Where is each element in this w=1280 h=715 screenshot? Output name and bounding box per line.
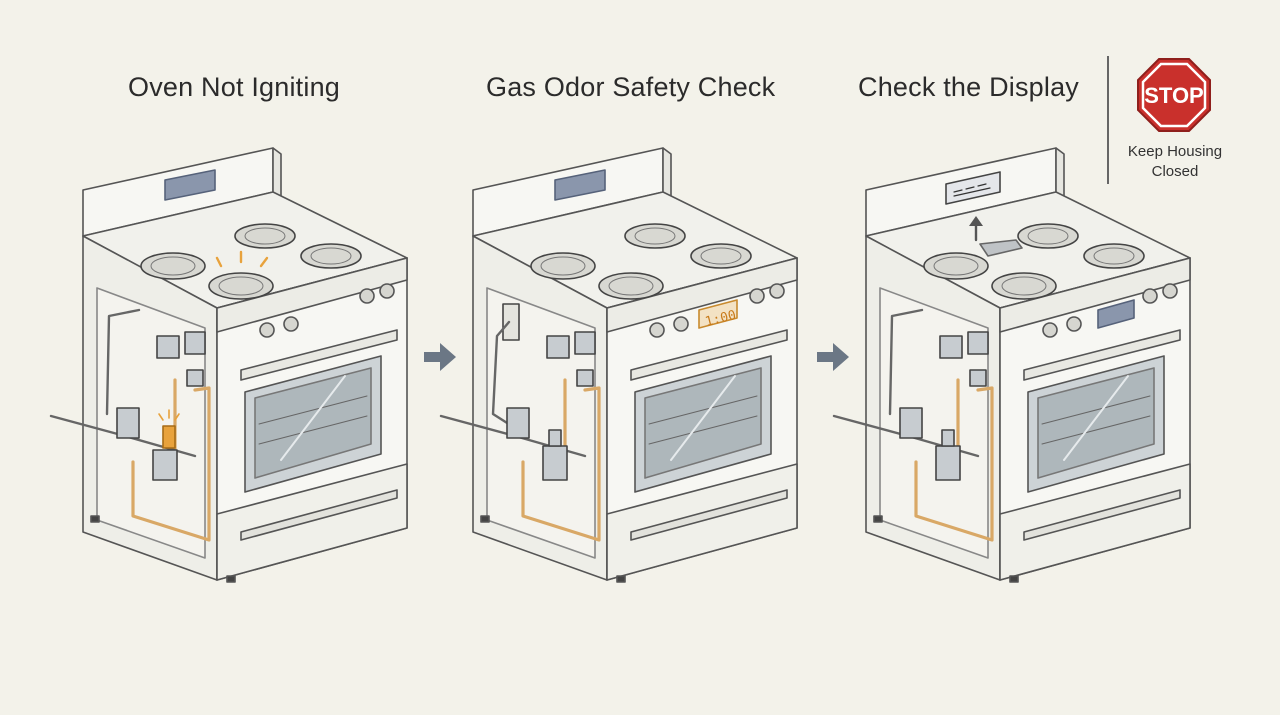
stop-caption-line-2: Closed — [1151, 163, 1199, 180]
oven-illustration-1 — [49, 147, 408, 583]
stop-sign-icon: STOP — [1137, 58, 1211, 132]
divider-line — [1107, 56, 1109, 184]
arrow-right-icon — [424, 343, 456, 371]
panel-title-gas-odor-safety-check: Gas Odor Safety Check — [486, 72, 776, 102]
arrow-right-icon — [817, 343, 849, 371]
up-arrow-icon — [969, 216, 983, 242]
backsplash-display — [164, 169, 216, 201]
backsplash-clock-display — [945, 171, 1001, 205]
stop-sign-text: STOP — [1144, 83, 1204, 108]
oven-illustration-3 — [832, 147, 1191, 583]
panel-title-check-the-display: Check the Display — [858, 72, 1079, 102]
electrical-outlet — [502, 303, 520, 341]
timer-display-readout: 1:00 — [704, 308, 738, 330]
oven-illustration-2: 1:00 — [439, 147, 798, 583]
stop-caption-line-1: Keep Housing — [1127, 143, 1223, 160]
panel-title-oven-not-igniting: Oven Not Igniting — [128, 72, 341, 102]
stop-caption: Keep Housing Closed — [1112, 142, 1238, 182]
